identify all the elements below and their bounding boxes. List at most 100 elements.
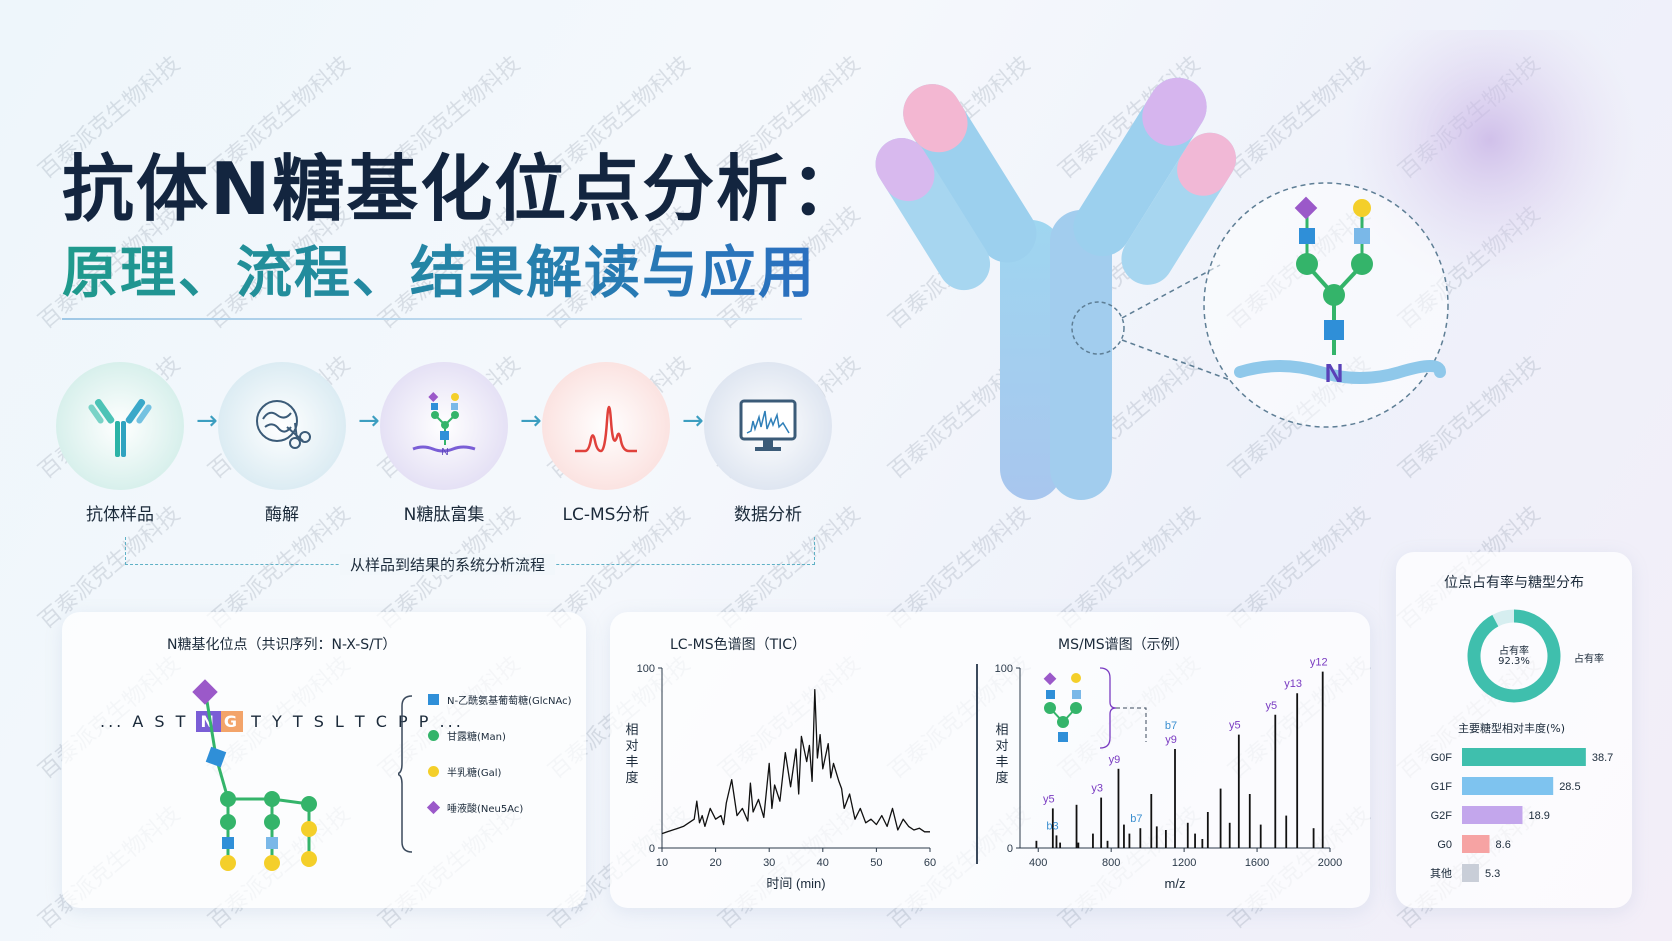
occupancy-donut bbox=[1467, 609, 1561, 703]
legend-brace bbox=[398, 695, 413, 853]
donut-slice bbox=[1467, 609, 1561, 703]
glycan-pointer bbox=[1116, 707, 1147, 742]
bar-category-label: G1F bbox=[1431, 781, 1453, 793]
peak-label: y5 bbox=[1043, 793, 1055, 805]
legend-label: 半乳糖(Gal) bbox=[447, 768, 502, 779]
sequence-g-residue: G bbox=[220, 711, 244, 732]
precursor-glycan-icon bbox=[1043, 672, 1082, 742]
workflow-step-label: 酶解 bbox=[265, 505, 299, 525]
y-axis-label-char: 丰 bbox=[625, 754, 638, 769]
x-axis-label: 时间 (min) bbox=[766, 876, 825, 891]
x-tick-label: 10 bbox=[656, 857, 668, 869]
y-tick-label: 0 bbox=[649, 843, 655, 855]
tic-title: LC-MS色谱图（TIC） bbox=[670, 637, 807, 653]
peak-label: b3 bbox=[1046, 820, 1058, 832]
glycopeptide-icon: N bbox=[409, 391, 479, 465]
legend-item: 唾液酸(Neu5Ac) bbox=[426, 800, 524, 815]
legend-label: 甘露糖(Man) bbox=[447, 732, 506, 743]
glycoform-bar-title: 主要糖型相对丰度(%) bbox=[1458, 722, 1566, 735]
spectra-divider bbox=[976, 664, 978, 864]
title-divider bbox=[62, 318, 802, 320]
peak-label: y9 bbox=[1109, 754, 1121, 766]
legend-item: N-乙酰氨基葡萄糖(GlcNAc) bbox=[428, 692, 572, 707]
x-tick-label: 800 bbox=[1102, 857, 1120, 869]
x-tick-label: 2000 bbox=[1318, 857, 1342, 869]
bar-value-label: 5.3 bbox=[1485, 868, 1500, 880]
bar-category-label: G0 bbox=[1437, 839, 1452, 851]
workflow-step-label: 数据分析 bbox=[734, 505, 802, 525]
donut-slice bbox=[1492, 609, 1515, 627]
y-axis-label-char: 相 bbox=[995, 722, 1008, 737]
spectra-card: LC-MS色谱图（TIC） MS/MS谱图（示例） 0 100 10 20 30 40 50… bbox=[610, 612, 1370, 908]
arrow-right-icon: → bbox=[358, 406, 380, 436]
svg-text:N: N bbox=[441, 447, 448, 458]
x-tick-label: 40 bbox=[817, 857, 829, 869]
glycan-brace bbox=[1099, 667, 1117, 749]
donut-center-value: 92.3% bbox=[1498, 656, 1530, 667]
y-tick-label: 0 bbox=[1007, 843, 1013, 855]
x-axis-label: m/z bbox=[1165, 876, 1186, 891]
occupancy-card: 位点占有率与糖型分布 占有率 92.3% 占有率 主要糖型相对丰度(%) G0F… bbox=[1396, 552, 1632, 908]
glycoform-bar bbox=[1462, 777, 1554, 795]
tic-trace bbox=[661, 688, 930, 835]
digestion-scissors-icon bbox=[247, 391, 317, 465]
y-axis-label-char: 对 bbox=[625, 738, 638, 753]
legend-item: 半乳糖(Gal) bbox=[428, 764, 501, 779]
arrow-right-icon: → bbox=[196, 406, 218, 436]
peak-label: y5 bbox=[1265, 700, 1277, 712]
y-tick-label: 100 bbox=[637, 663, 655, 675]
workflow-step-1 bbox=[56, 362, 184, 490]
workflow-step-2 bbox=[218, 362, 346, 490]
antibody-illustration: N bbox=[875, 30, 1640, 500]
peak-label: y13 bbox=[1284, 678, 1302, 690]
y-axis-label-char: 丰 bbox=[995, 754, 1008, 769]
antibody-icon bbox=[85, 391, 155, 465]
page-title: 抗体N糖基化位点分析： bbox=[62, 147, 865, 231]
glycoform-bar bbox=[1462, 806, 1523, 824]
msms-title: MS/MS谱图（示例） bbox=[1058, 637, 1189, 653]
y-axis-label-char: 相 bbox=[625, 722, 638, 737]
glycan-site-letter: N bbox=[1325, 358, 1344, 388]
x-tick-label: 1200 bbox=[1172, 857, 1196, 869]
glycoform-bar bbox=[1462, 864, 1479, 882]
x-tick-label: 1600 bbox=[1245, 857, 1269, 869]
peak-label: y5 bbox=[1229, 720, 1241, 732]
page-subtitle: 原理、流程、结果解读与应用 bbox=[62, 228, 816, 309]
legend-label: N-乙酰氨基葡萄糖(GlcNAc) bbox=[447, 696, 572, 707]
glycoform-bar bbox=[1462, 835, 1490, 853]
y-axis-label-char: 对 bbox=[995, 738, 1008, 753]
workflow-caption: 从样品到结果的系统分析流程 bbox=[340, 554, 556, 575]
bar-value-label: 38.7 bbox=[1592, 752, 1613, 764]
y-axis-label-char: 度 bbox=[625, 770, 638, 785]
arrow-right-icon: → bbox=[520, 406, 542, 436]
x-tick-label: 400 bbox=[1029, 857, 1047, 869]
bar-value-label: 28.5 bbox=[1559, 781, 1580, 793]
site-card-title: N糖基化位点（共识序列：N-X-S/T） bbox=[167, 637, 397, 653]
occupancy-title: 位点占有率与糖型分布 bbox=[1444, 575, 1584, 591]
x-tick-label: 50 bbox=[870, 857, 882, 869]
glycoform-bar bbox=[1462, 748, 1586, 766]
peak-label: b7 bbox=[1130, 813, 1142, 825]
x-tick-label: 20 bbox=[709, 857, 721, 869]
donut-center-label: 占有率 bbox=[1499, 646, 1529, 657]
workflow-step-label: N糖肽富集 bbox=[403, 505, 485, 525]
workflow-step-3: N bbox=[380, 362, 508, 490]
y-tick-label: 100 bbox=[995, 663, 1013, 675]
legend-label: 唾液酸(Neu5Ac) bbox=[447, 804, 524, 815]
square-swatch-icon bbox=[428, 694, 439, 705]
diamond-swatch-icon bbox=[426, 800, 441, 815]
circle-swatch-icon bbox=[428, 730, 439, 741]
circle-swatch-icon bbox=[428, 766, 439, 777]
peak-label: y12 bbox=[1310, 657, 1328, 669]
bar-category-label: G2F bbox=[1431, 810, 1453, 822]
site-glycan-diagram bbox=[192, 679, 317, 871]
workflow-step-label: LC-MS分析 bbox=[562, 505, 650, 525]
donut-side-label: 占有率 bbox=[1574, 654, 1604, 665]
x-tick-label: 30 bbox=[763, 857, 775, 869]
bar-value-label: 8.6 bbox=[1496, 839, 1511, 851]
workflow-step-label: 抗体样品 bbox=[86, 505, 154, 525]
peak-label: y3 bbox=[1091, 783, 1103, 795]
